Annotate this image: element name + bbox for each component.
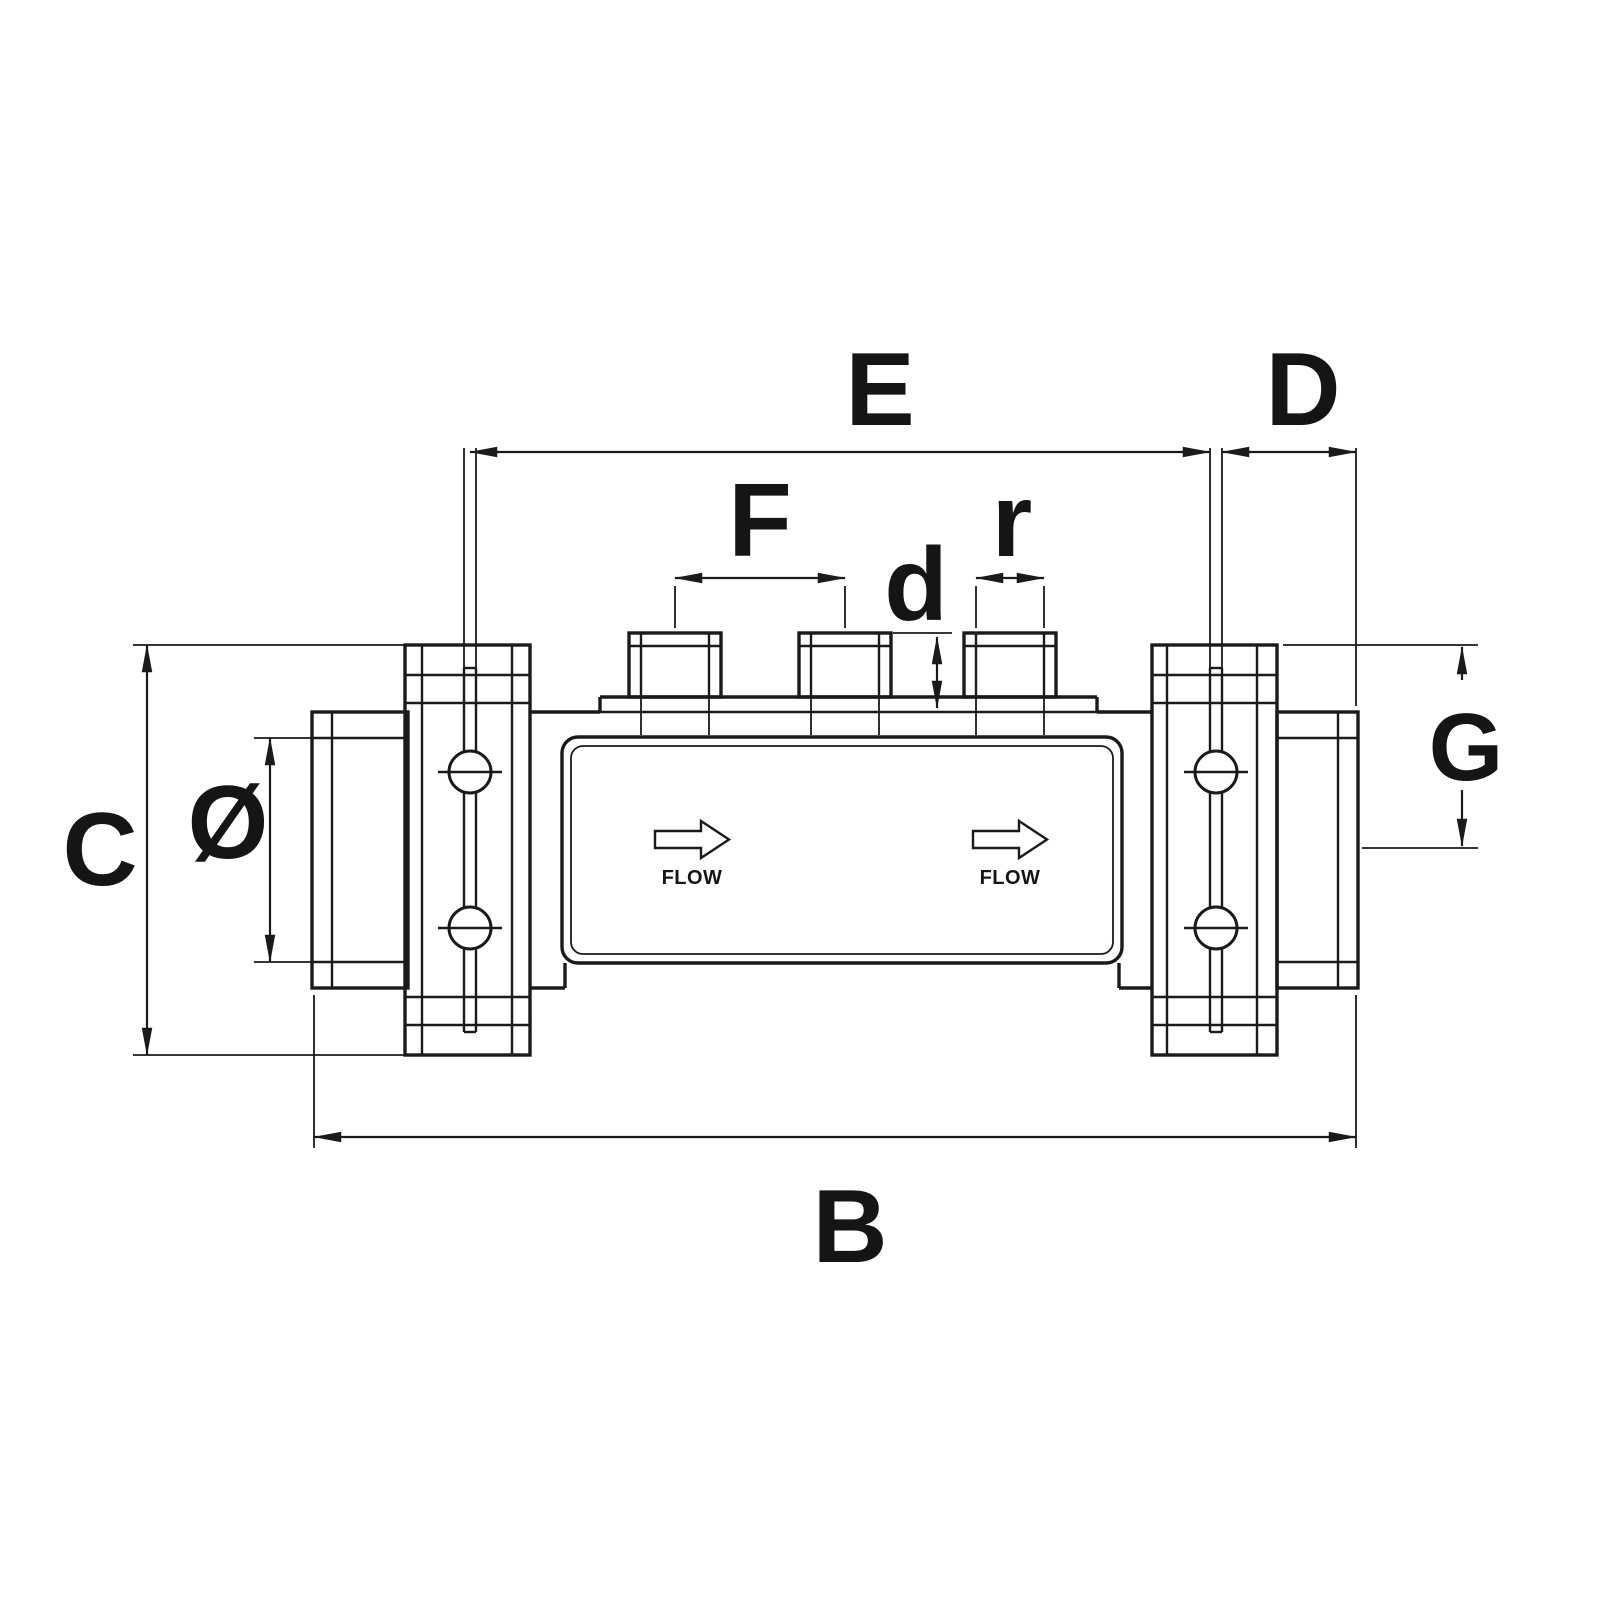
left-pipe: [310, 710, 410, 990]
right-pipe: [1275, 710, 1360, 990]
flow-arrow-icon: [971, 818, 1050, 861]
central-housing: [560, 735, 1124, 965]
flow-label-left: FLOW: [662, 867, 723, 889]
dim-label-B: B: [812, 1169, 887, 1285]
dimension-B: B: [312, 995, 1358, 1285]
dim-label-G: G: [1429, 694, 1504, 801]
flow-arrow-icon: [653, 818, 732, 861]
dim-label-F: F: [728, 463, 792, 579]
flow-label-right: FLOW: [980, 867, 1041, 889]
left-union-nut: [403, 643, 532, 1057]
dim-label-C: C: [62, 792, 137, 908]
dimension-F: F: [673, 463, 847, 628]
flow-marker-right: FLOW: [971, 818, 1050, 889]
valve-body: FLOW FLOW: [530, 631, 1152, 990]
flow-marker-left: FLOW: [653, 818, 732, 889]
dimension-d: d: [884, 527, 952, 710]
dim-label-diameter: Ø: [188, 765, 269, 881]
dimension-r: r: [974, 463, 1046, 628]
dim-label-E: E: [845, 332, 914, 448]
dimension-E: E: [463, 332, 1223, 668]
dim-label-D: D: [1265, 332, 1340, 448]
left-clamp-stud: [438, 666, 502, 1034]
dimension-C: C: [62, 643, 410, 1057]
port-2: [797, 631, 893, 735]
port-1: [627, 631, 723, 735]
dim-label-r: r: [992, 463, 1032, 579]
port-3: [962, 631, 1058, 735]
dimension-diameter: Ø: [188, 736, 316, 964]
right-union-nut: [1150, 643, 1279, 1057]
dimension-G: G: [1283, 644, 1504, 849]
dimension-D: D: [1220, 332, 1358, 706]
dim-label-d: d: [884, 527, 948, 643]
right-clamp-stud: [1184, 666, 1248, 1034]
